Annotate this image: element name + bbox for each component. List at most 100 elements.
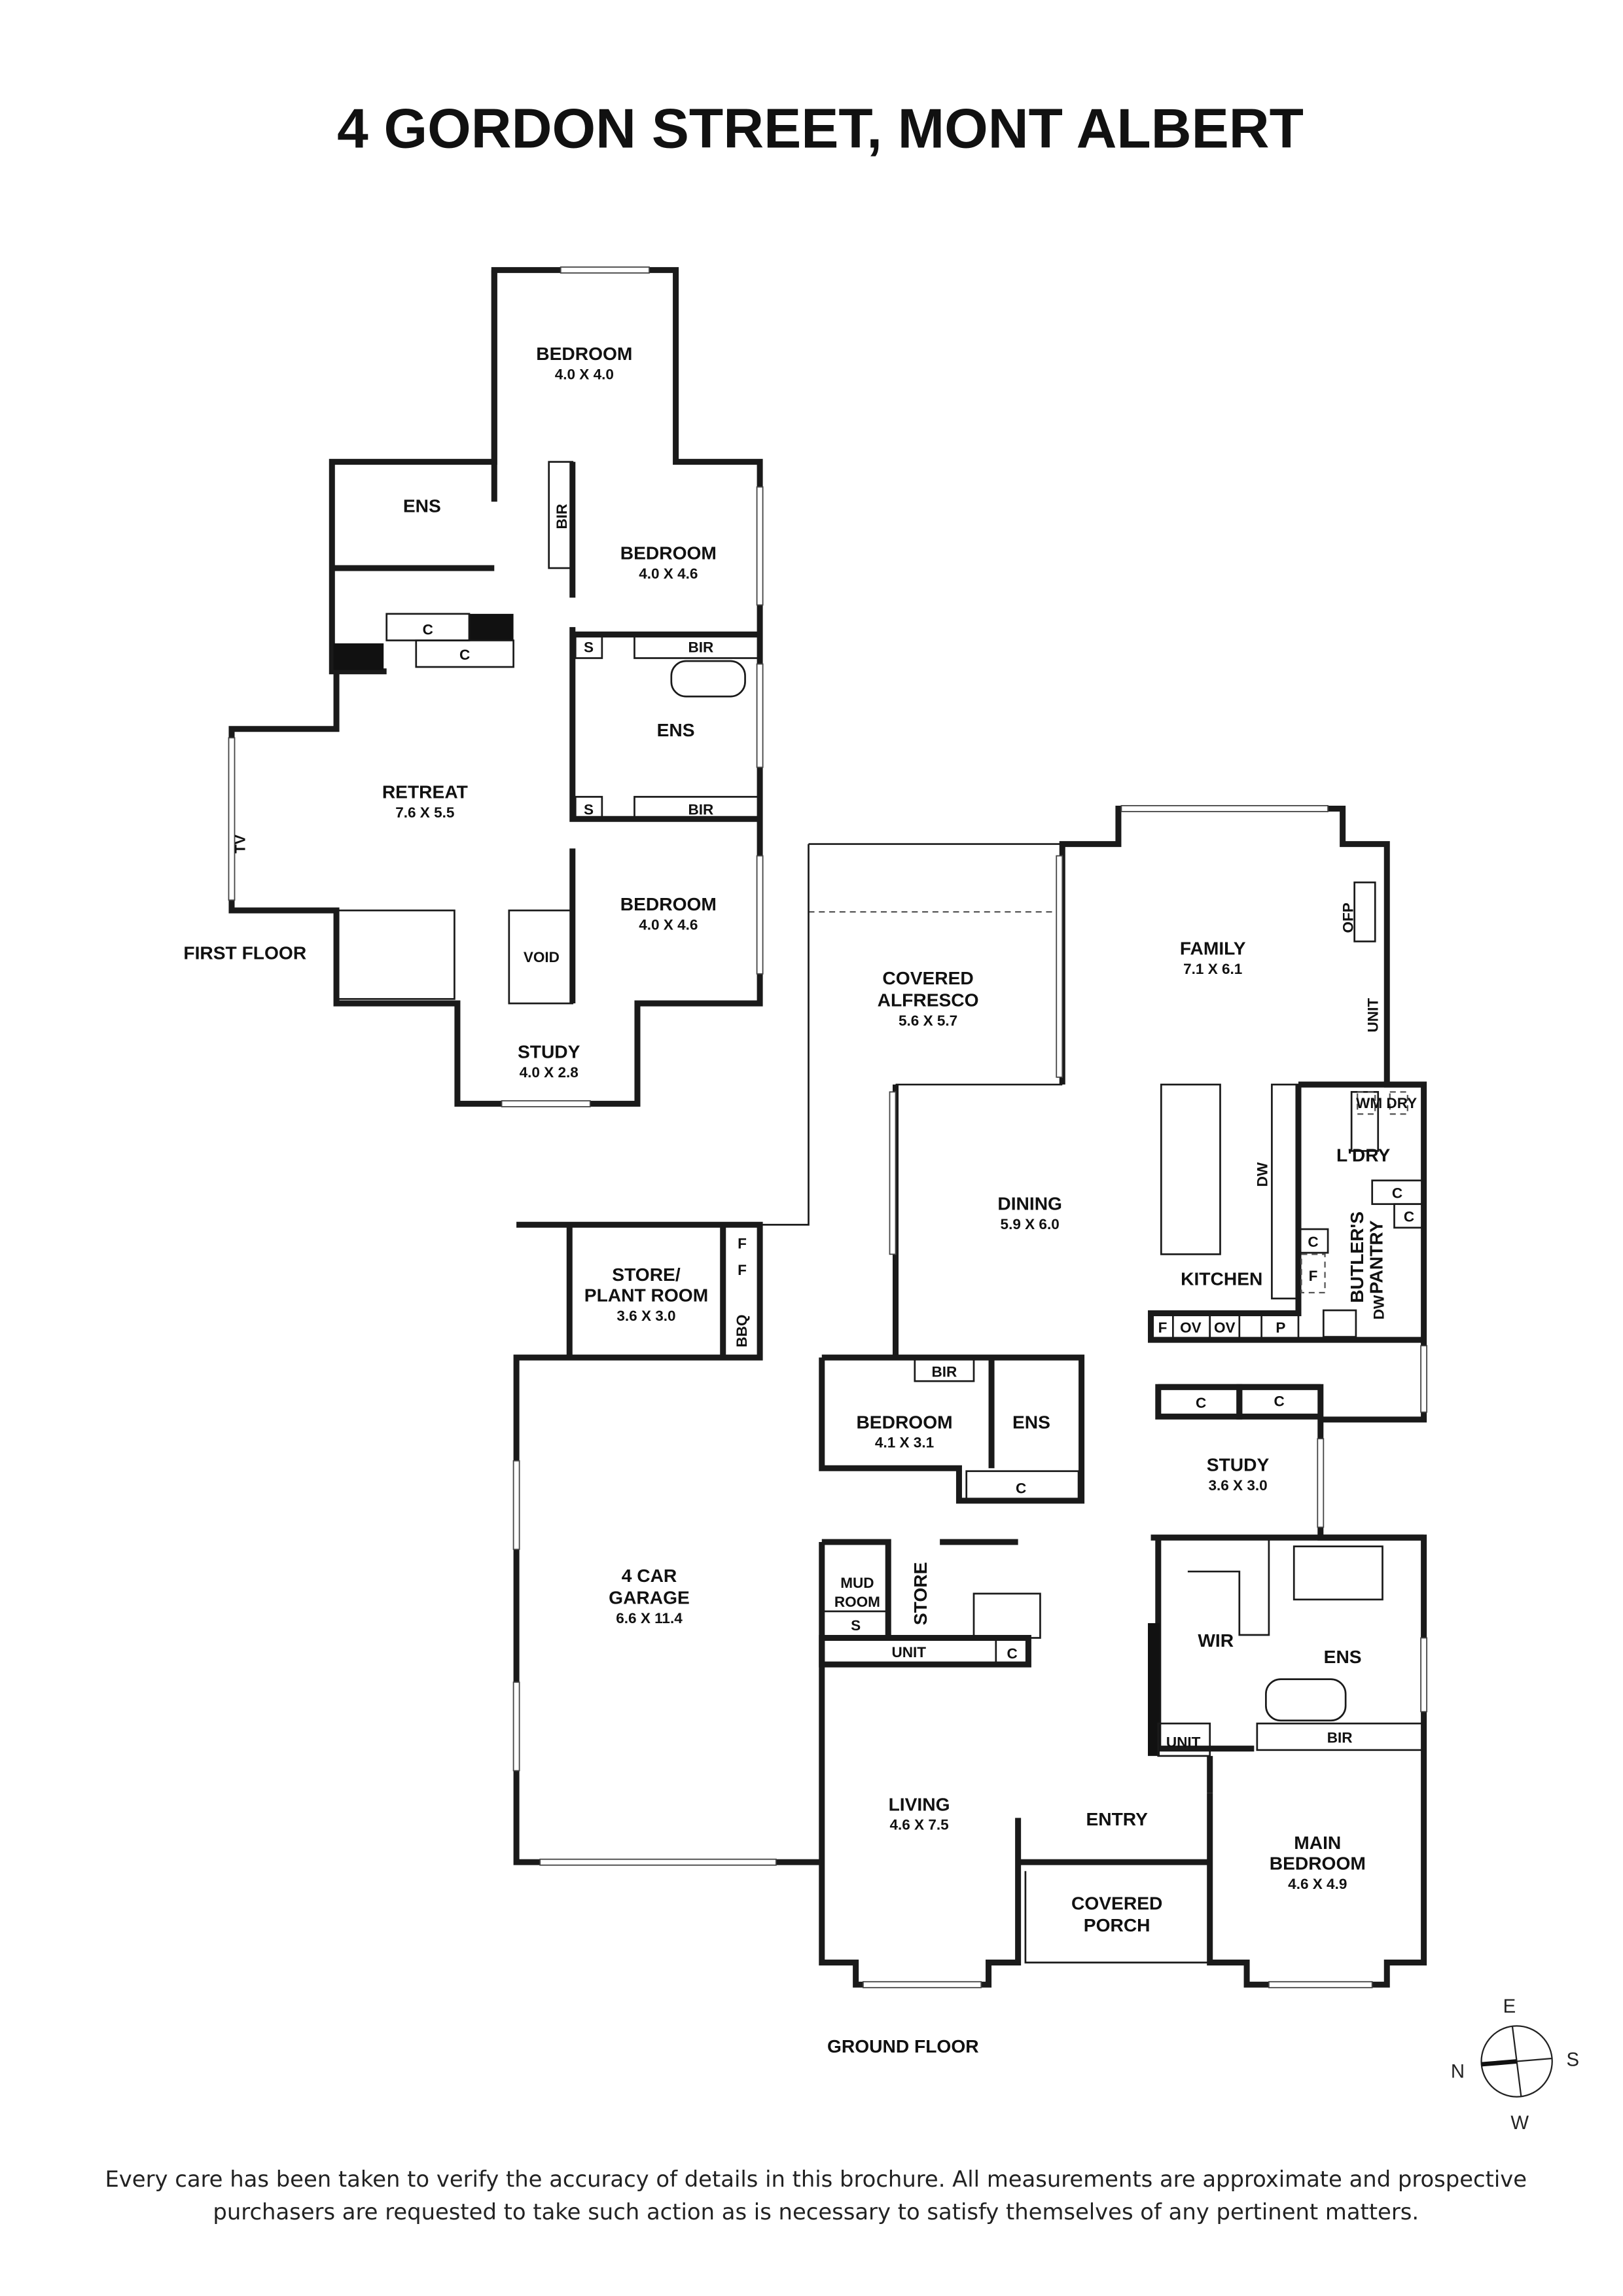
kitchen-island [1160, 1083, 1221, 1255]
room-name: BEDROOM [856, 1411, 952, 1432]
room-name: STUDY [518, 1041, 580, 1062]
room-dims: 7.1 X 6.1 [1183, 961, 1242, 977]
room-name: LIVING [889, 1793, 950, 1814]
fixture-label: P [1275, 1319, 1285, 1336]
fixture-label: C [459, 647, 470, 663]
fixture-label: BIR [931, 1363, 957, 1380]
bath-icon [1265, 1678, 1347, 1722]
room-name: RETREAT [382, 781, 468, 802]
fixture-label: S [584, 639, 594, 655]
room-name: PORCH [1084, 1914, 1150, 1935]
room-name: FAMILY [1180, 938, 1246, 959]
page-title: 4 GORDON STREET, MONT ALBERT [337, 97, 1304, 160]
fixture-label: UNIT [892, 1644, 927, 1660]
room-dims: 6.6 X 11.4 [616, 1610, 683, 1626]
room-name: MUD [840, 1575, 874, 1591]
room-name: COVERED [1071, 1892, 1162, 1913]
fixture-label: BIR [688, 801, 714, 817]
fixture-label: F [1309, 1268, 1318, 1284]
fixture-label: DRY [1386, 1095, 1417, 1111]
compass: E N S W [1451, 1996, 1579, 2134]
room-name: STORE [910, 1562, 931, 1626]
fixture-label: BBQ [734, 1315, 750, 1348]
compass-south: S [1567, 2049, 1580, 2070]
fixture-label: OFP [1340, 903, 1356, 933]
fixture-label: C [1404, 1209, 1414, 1225]
fixture-label: C [1007, 1645, 1017, 1662]
room-dims: 4.0 X 2.8 [520, 1064, 579, 1081]
ground-floor-plan: FAMILY 7.1 X 6.1 COVERED ALFRESCO 5.6 X … [512, 805, 1428, 2056]
room-name: 4 CAR [622, 1565, 677, 1586]
fixture-label: WM [1356, 1095, 1382, 1111]
room-name: BEDROOM [536, 343, 632, 364]
fixture-label: C [423, 621, 433, 637]
room-name: GARAGE [609, 1587, 690, 1608]
room-name: PLANT ROOM [584, 1284, 708, 1305]
fixture-label: S [584, 801, 594, 817]
room-name: L'DRY [1336, 1144, 1391, 1165]
room-name: STUDY [1207, 1454, 1270, 1475]
room-name: ENS [1012, 1411, 1050, 1432]
room-dims: 4.0 X 4.6 [639, 565, 698, 582]
room-dims: 5.6 X 5.7 [899, 1013, 957, 1029]
floor-label: GROUND FLOOR [827, 2036, 979, 2056]
room-name: WIR [1198, 1630, 1234, 1651]
room-name: KITCHEN [1181, 1268, 1262, 1289]
fixture-label: C [1196, 1395, 1206, 1411]
fixture-label: C [1308, 1234, 1318, 1250]
fixture-label: DW [1371, 1295, 1387, 1319]
room-name: ENTRY [1086, 1808, 1148, 1829]
fixture-label: BIR [1327, 1730, 1353, 1746]
room-dims: 4.0 X 4.6 [639, 916, 698, 933]
room-dims: 4.6 X 4.9 [1288, 1876, 1347, 1892]
room-dims: 5.9 X 6.0 [1001, 1216, 1060, 1232]
fixture-label: C [1392, 1185, 1402, 1202]
void-area [508, 909, 574, 1005]
room-name: ENS [657, 719, 695, 740]
stairs [335, 909, 455, 1000]
disclaimer-line-1: Every care has been taken to verify the … [105, 2166, 1527, 2192]
fixture-label: S [851, 1617, 861, 1634]
room-name: ROOM [834, 1594, 880, 1610]
room-dims: 7.6 X 5.5 [395, 804, 454, 821]
room-dims: 3.6 X 3.0 [1208, 1477, 1267, 1494]
fixture-label: F [738, 1262, 747, 1278]
room-name: VOID [524, 949, 560, 965]
fixture-label: C [1274, 1393, 1285, 1410]
room-name: ALFRESCO [878, 990, 979, 1011]
room-name: BEDROOM [1270, 1852, 1366, 1873]
room-dims: 3.6 X 3.0 [616, 1308, 675, 1324]
north-needle-icon [1481, 2059, 1517, 2067]
fixture-label: BIR [688, 639, 714, 655]
disclaimer-line-2: purchasers are requested to take such ac… [213, 2199, 1419, 2225]
room-dims: 4.0 X 4.0 [555, 366, 614, 382]
fixture-label: OV [1180, 1319, 1202, 1336]
stairs [972, 1592, 1041, 1639]
room-name: ENS [1324, 1646, 1362, 1667]
room-name: BEDROOM [620, 893, 717, 914]
room-name: COVERED [882, 967, 973, 988]
fixture-label: DW [1255, 1162, 1271, 1187]
room-name: STORE/ [612, 1264, 681, 1285]
fixture-label: OV [1214, 1319, 1236, 1336]
bath-icon [670, 660, 746, 698]
first-floor-plan: BEDROOM 4.0 X 4.0 BEDROOM 4.0 X 4.6 BEDR… [183, 266, 764, 1107]
first-floor-outline [228, 267, 763, 1107]
compass-west: W [1510, 2112, 1529, 2134]
fixture-label: BIR [554, 504, 570, 529]
fixture-label: TV [232, 834, 248, 853]
fixture-label: C [1016, 1480, 1026, 1497]
fixture-label: UNIT [1365, 998, 1382, 1033]
room-name: DINING [997, 1193, 1062, 1214]
room-name: MAIN [1294, 1832, 1341, 1853]
fixture-label: F [1158, 1319, 1168, 1336]
room-dims: 4.6 X 7.5 [889, 1817, 948, 1833]
fixture-label: F [738, 1235, 747, 1251]
room-name: BEDROOM [620, 542, 717, 563]
room-name: ENS [403, 495, 441, 516]
compass-east: E [1503, 1996, 1516, 2017]
room-dims: 4.1 X 3.1 [875, 1435, 934, 1451]
room-name: PANTRY [1365, 1220, 1386, 1294]
